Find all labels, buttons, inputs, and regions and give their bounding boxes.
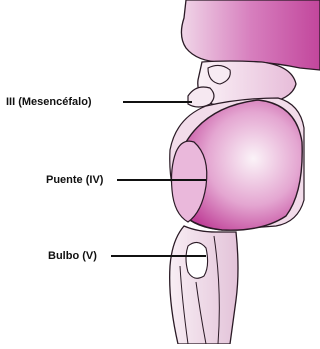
olive (186, 242, 208, 278)
medulla (170, 226, 238, 344)
cranial-nerve-iii (188, 87, 214, 107)
label-bulbo: Bulbo (V) (48, 251, 97, 262)
label-mesencefalo: III (Mesencéfalo) (6, 97, 92, 108)
cerebrum-upper (181, 0, 320, 70)
label-puente: Puente (IV) (46, 175, 103, 186)
